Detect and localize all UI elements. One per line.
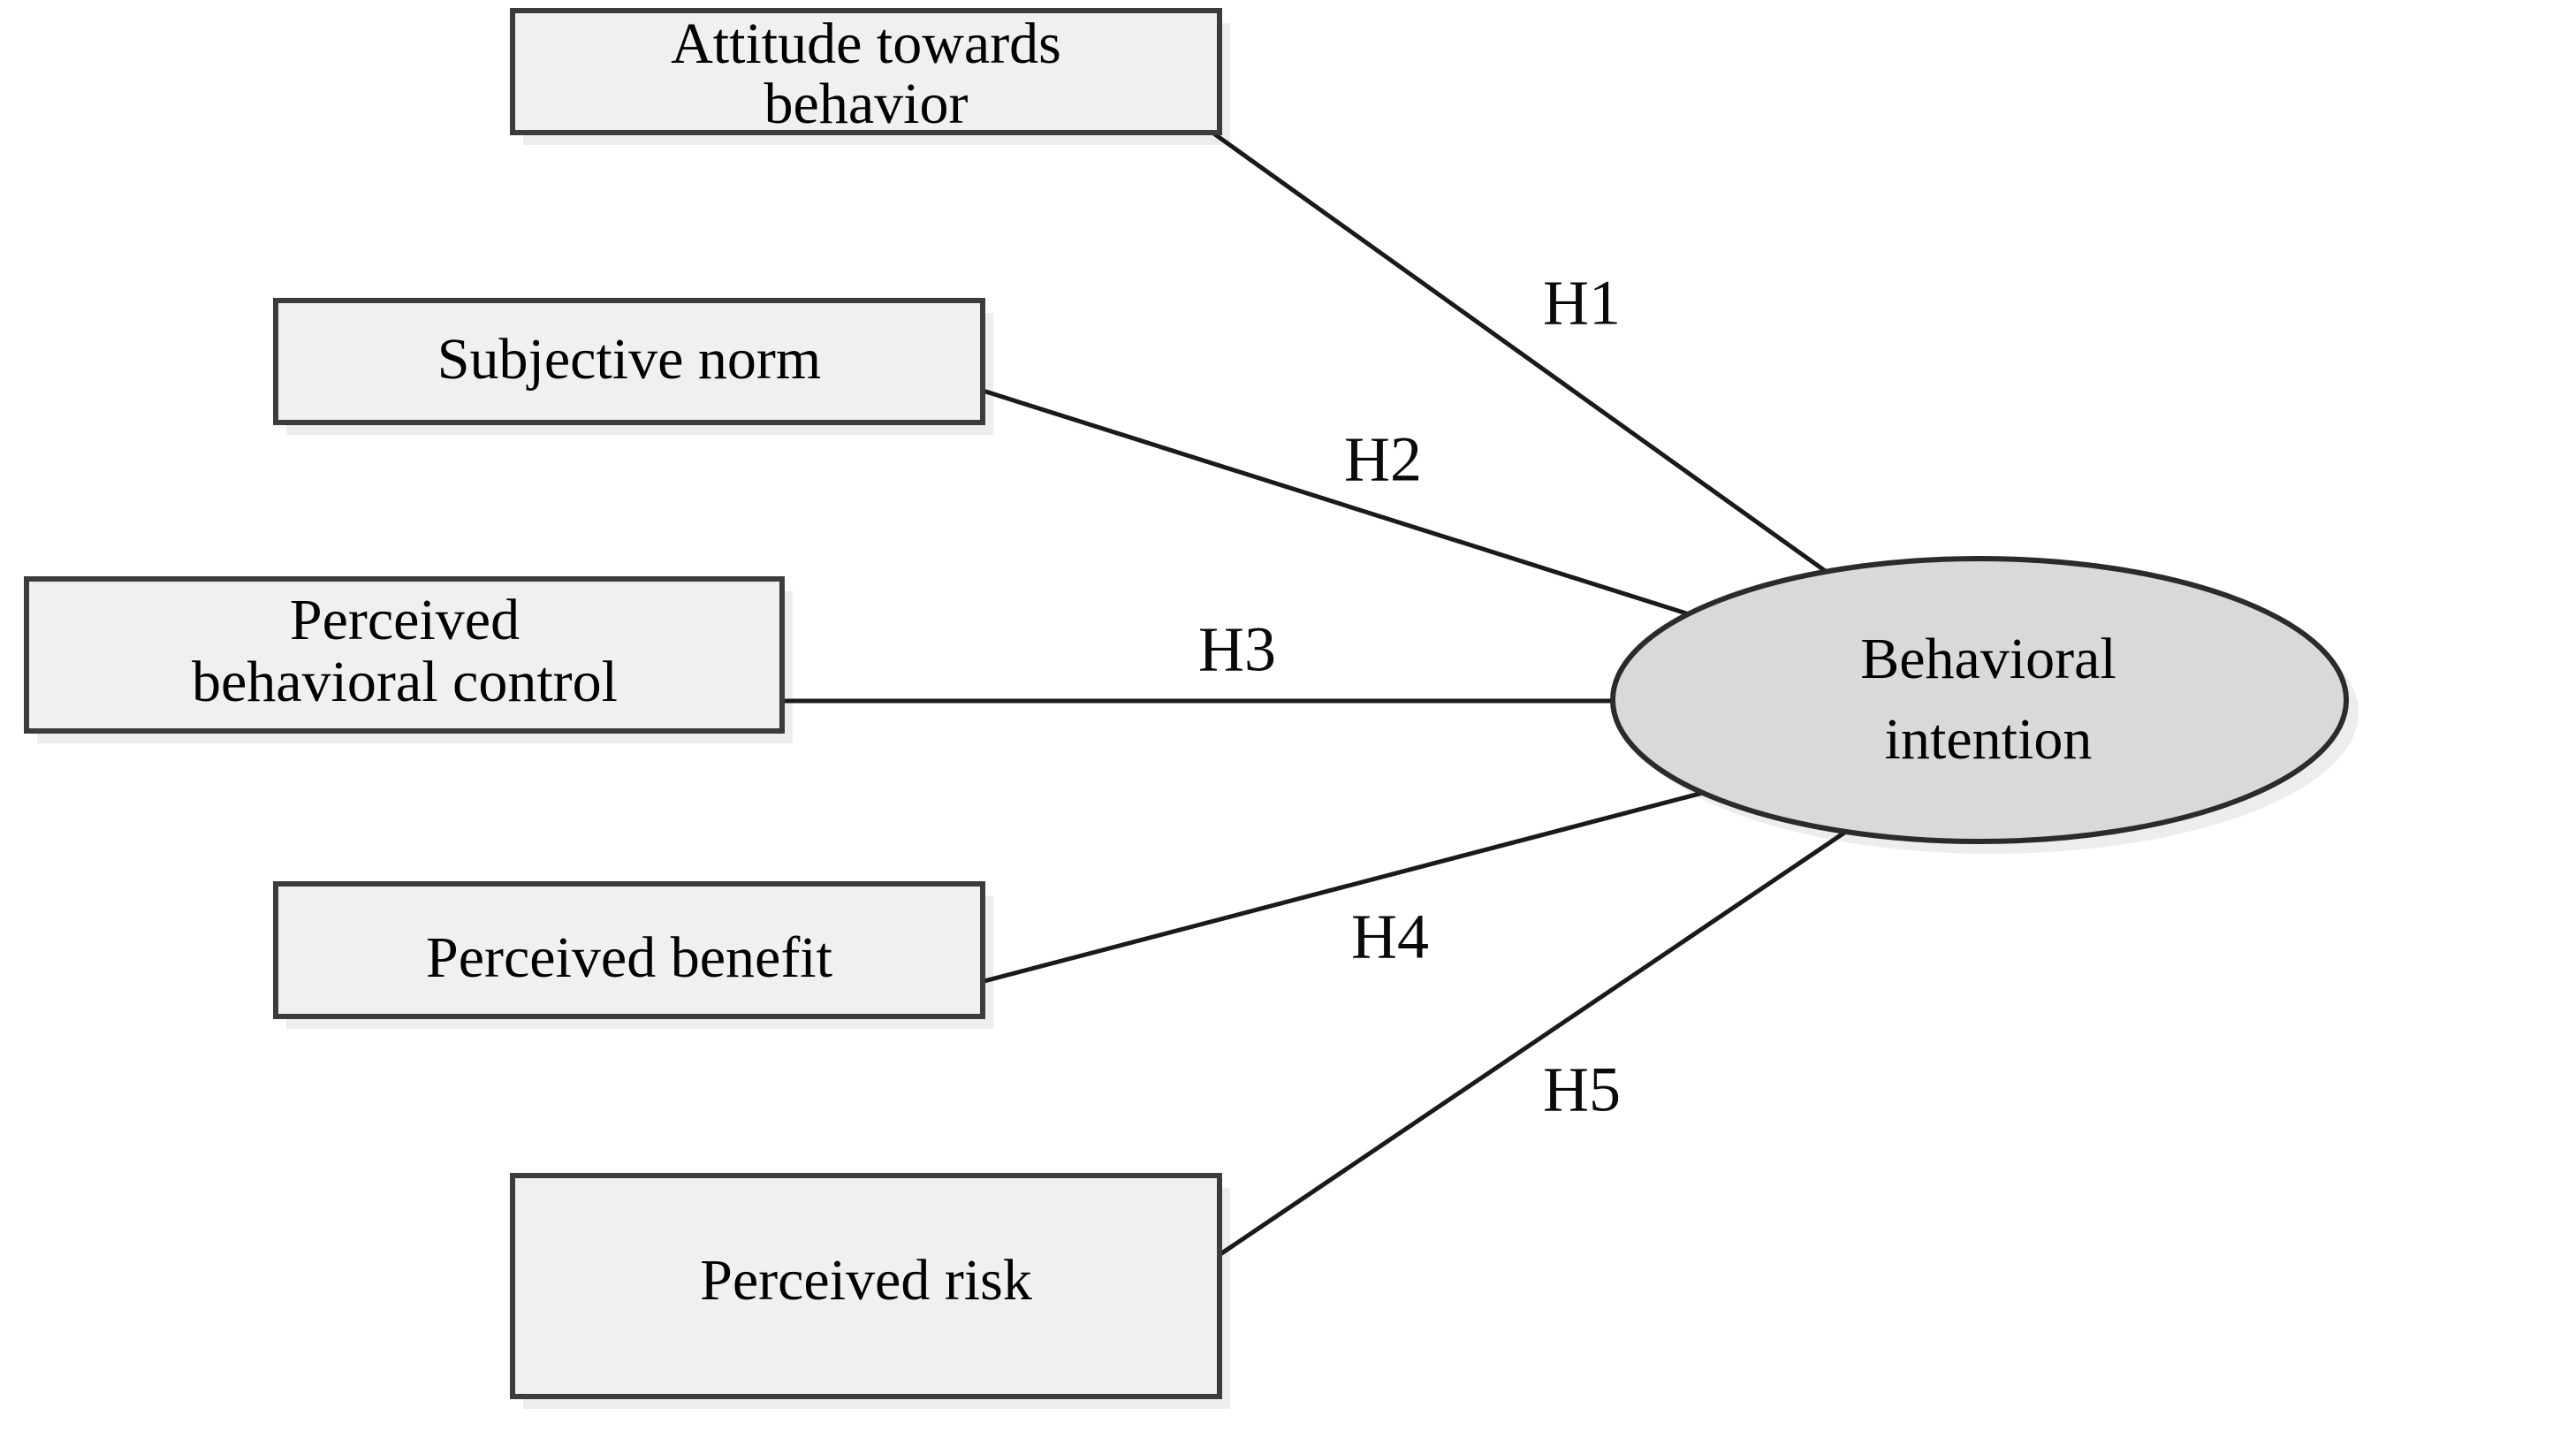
node-box [273, 298, 985, 425]
path-labels: H1 H2 H3 H4 H5 [1198, 268, 1621, 1125]
node-perceived-benefit[interactable]: Perceived benefit [273, 881, 985, 1019]
node-label-line-1: Perceived risk [700, 1248, 1032, 1313]
path-label-h2: H2 [1344, 424, 1422, 495]
path-label-h4: H4 [1351, 902, 1429, 972]
node-label-line-1: Subjective norm [437, 327, 821, 392]
path-h2-arrow[interactable] [976, 386, 1788, 648]
node-behavioral-intention[interactable]: Behavioral intention [1610, 556, 2349, 844]
path-h5-arrow[interactable] [1211, 819, 1862, 1262]
path-arrows [778, 130, 1862, 1262]
predictor-nodes: Attitude towards behavior Subjective nor… [24, 8, 1222, 1399]
node-perceived-risk[interactable]: Perceived risk [510, 1173, 1222, 1399]
node-box [273, 881, 985, 1019]
path-label-h3: H3 [1198, 614, 1276, 685]
node-perceived-behavioral-control[interactable]: Perceived behavioral control [24, 576, 785, 734]
node-label-line-2: behavior [764, 72, 969, 136]
node-label-line-1: Behavioral [1860, 627, 2116, 691]
node-label-line-2: intention [1885, 707, 2093, 772]
path-label-h5: H5 [1543, 1054, 1621, 1125]
node-label-line-1: Perceived benefit [426, 925, 832, 990]
node-box [24, 576, 785, 734]
node-subjective-norm[interactable]: Subjective norm [273, 298, 985, 425]
path-label-h1: H1 [1543, 268, 1621, 339]
node-attitude-towards-behavior[interactable]: Attitude towards behavior [510, 8, 1222, 136]
node-label-line-1: Attitude towards [671, 11, 1061, 76]
node-label-line-2: behavioral control [192, 650, 618, 714]
node-label-line-1: Perceived [290, 588, 520, 652]
node-box [510, 1173, 1222, 1399]
node-box [510, 8, 1222, 135]
node-ellipse [1610, 556, 2349, 844]
path-h4-arrow[interactable] [976, 766, 1795, 986]
path-h1-arrow[interactable] [1211, 130, 1850, 590]
